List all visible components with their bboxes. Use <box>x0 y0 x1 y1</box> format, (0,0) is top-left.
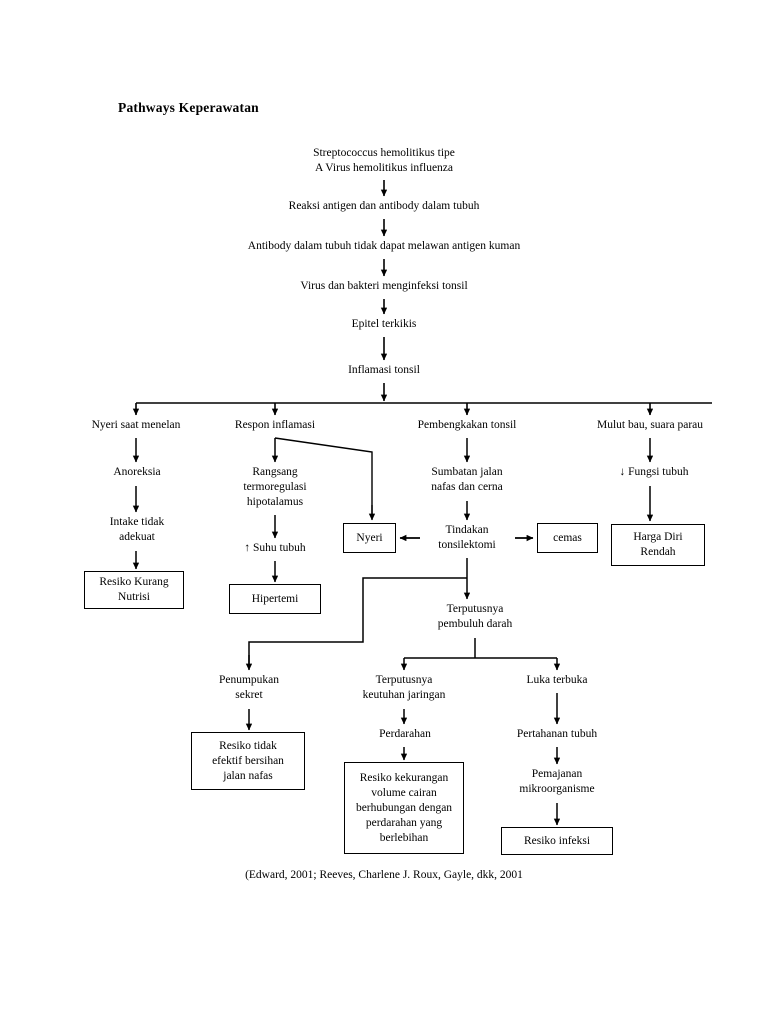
node-label: Pembengkakan tonsil <box>417 419 517 431</box>
flow-label-n15: Intake tidak adekuat <box>96 515 178 545</box>
flow-box-n20: Harga Diri Rendah <box>611 524 705 566</box>
flow-label-n14: ↓ Fungsi tubuh <box>604 465 704 480</box>
node-label: Resiko infeksi <box>523 834 591 847</box>
page-title: Pathways Keperawatan <box>118 100 259 115</box>
node-label: Antibody dalam tubuh tidak dapat melawan… <box>247 240 521 252</box>
node-label: Nyeri saat menelan <box>91 419 181 431</box>
node-label: Resiko Kurang Nutrisi <box>99 576 169 603</box>
node-label: Penumpukan sekret <box>218 674 280 701</box>
flow-box-n19: cemas <box>537 523 598 553</box>
flow-label-n6: Inflamasi tonsil <box>314 363 454 378</box>
node-label: Perdarahan <box>379 728 431 740</box>
node-label: Respon inflamasi <box>234 419 316 431</box>
node-label: Sumbatan jalan nafas dan cerna <box>431 466 503 493</box>
flow-label-n11: Anoreksia <box>96 465 178 480</box>
node-label: Epitel terkikis <box>351 318 417 330</box>
node-label: cemas <box>553 531 582 544</box>
flow-box-n21: Resiko Kurang Nutrisi <box>84 571 184 609</box>
node-label: Inflamasi tonsil <box>348 364 420 376</box>
flow-box-n31: Resiko kekurangan volume cairan berhubun… <box>344 762 464 854</box>
citation-text: (Edward, 2001; Reeves, Charlene J. Roux,… <box>245 869 523 881</box>
flow-label-n16: ↑ Suhu tubuh <box>228 541 322 556</box>
flow-box-n17: Nyeri <box>343 523 396 553</box>
flow-label-n9: Pembengkakan tonsil <box>402 418 532 433</box>
flow-label-n3: Antibody dalam tubuh tidak dapat melawan… <box>192 239 576 254</box>
flow-box-n29: Resiko tidak efektif bersihan jalan nafa… <box>191 732 305 790</box>
node-label: Nyeri <box>356 531 383 544</box>
flow-label-n1: Streptococcus hemolitikus tipe A Virus h… <box>289 146 479 176</box>
node-label: Streptococcus hemolitikus tipe A Virus h… <box>313 147 455 174</box>
node-label: Virus dan bakteri menginfeksi tonsil <box>300 280 468 292</box>
flow-box-n22: Hipertemi <box>229 584 321 614</box>
flow-label-n18: Tindakan tonsilektomi <box>424 523 510 553</box>
flow-label-n23: Terputusnya pembuluh darah <box>423 602 527 632</box>
flow-label-n10: Mulut bau, suara parau <box>581 418 719 433</box>
node-label: Intake tidak adekuat <box>109 516 165 543</box>
node-label: ↓ Fungsi tubuh <box>619 466 689 478</box>
flow-label-n27: Perdarahan <box>363 727 447 742</box>
node-label: Hipertemi <box>251 592 299 605</box>
node-label: Resiko kekurangan volume cairan berhubun… <box>355 771 453 844</box>
flow-label-n13: Sumbatan jalan nafas dan cerna <box>416 465 518 495</box>
node-label: Tindakan tonsilektomi <box>438 524 496 551</box>
node-label: Harga Diri Rendah <box>633 531 683 558</box>
node-label: Rangsang termoregulasi hipotalamus <box>243 466 307 508</box>
flow-label-n8: Respon inflamasi <box>214 418 336 433</box>
node-label: Terputusnya keutuhan jaringan <box>362 674 446 701</box>
flow-label-n4: Virus dan bakteri menginfeksi tonsil <box>254 279 514 294</box>
node-label: Luka terbuka <box>526 674 588 686</box>
flow-label-n7: Nyeri saat menelan <box>70 418 202 433</box>
flow-label-n28: Pertahanan tubuh <box>503 727 611 742</box>
flow-box-n32: Resiko infeksi <box>501 827 613 855</box>
node-label: Reaksi antigen dan antibody dalam tubuh <box>288 200 480 212</box>
node-label: ↑ Suhu tubuh <box>244 542 306 554</box>
flow-label-n26: Luka terbuka <box>511 673 603 688</box>
flow-label-n24: Penumpukan sekret <box>201 673 297 703</box>
node-label: Resiko tidak efektif bersihan jalan nafa… <box>212 739 284 782</box>
flow-label-n30: Pemajanan mikroorganisme <box>504 767 610 797</box>
flow-label-n12: Rangsang termoregulasi hipotalamus <box>229 465 321 510</box>
flow-label-n2: Reaksi antigen dan antibody dalam tubuh <box>244 199 524 214</box>
node-label: Mulut bau, suara parau <box>596 419 704 431</box>
flow-label-n25: Terputusnya keutuhan jaringan <box>348 673 460 703</box>
node-label: Anoreksia <box>113 466 161 478</box>
node-label: Pemajanan mikroorganisme <box>519 768 595 795</box>
flow-label-n5: Epitel terkikis <box>315 317 453 332</box>
node-label: Terputusnya pembuluh darah <box>437 603 513 630</box>
node-label: Pertahanan tubuh <box>516 728 598 740</box>
